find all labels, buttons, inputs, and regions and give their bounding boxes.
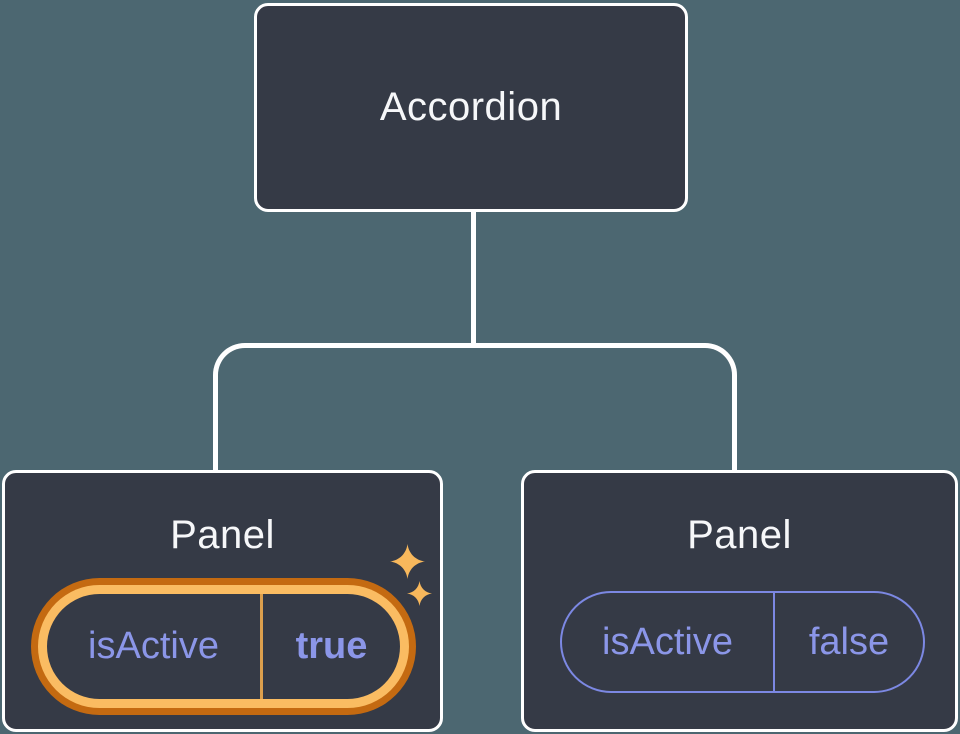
panel-node-label: Panel [687,513,792,557]
panel-node-label: Panel [170,513,275,557]
sparkle-icon [390,544,425,579]
sparkle-icon [407,581,432,606]
state-pill-active: isActive true [31,578,416,715]
accordion-node: Accordion [254,3,688,212]
prop-name-label: isActive [602,620,733,663]
prop-value-label: false [808,620,890,663]
highlight-ring: isActive true [38,585,409,708]
pill-divider [773,593,775,691]
pill-divider [260,594,263,699]
state-pill-inactive: isActive false [560,591,925,693]
prop-value-label: true [295,625,368,667]
connector-stem [471,210,476,346]
prop-name-label: isActive [88,625,219,667]
state-pill-body: isActive true [47,594,400,699]
panel-node-inactive: Panel isActive false [521,470,958,732]
panel-node-active: Panel isActive true [2,470,443,732]
connector-branch [213,343,737,471]
accordion-node-label: Accordion [379,85,563,129]
